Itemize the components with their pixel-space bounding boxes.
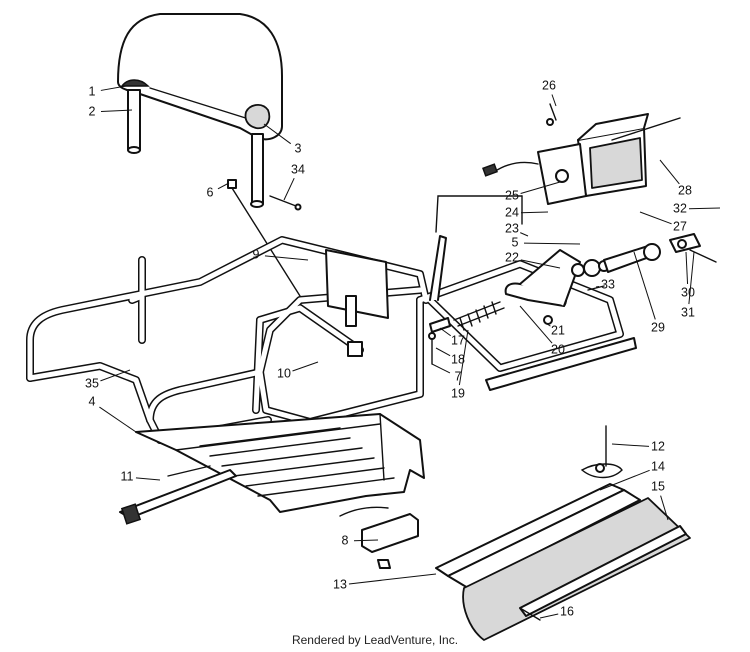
cargo-panel [435, 425, 691, 641]
leader-line-21 [543, 321, 551, 327]
bolt-and-pin [227, 179, 302, 297]
leader-line-25 [520, 181, 561, 194]
callout-20: 20 [551, 342, 565, 356]
leader-line-35 [100, 369, 131, 382]
hitch-assembly [428, 233, 717, 365]
cargo-rack-frame [26, 236, 624, 444]
callout-25: 25 [505, 188, 519, 202]
callout-23: 23 [505, 221, 519, 235]
leader-line-5 [523, 242, 581, 245]
callout-29: 29 [651, 320, 665, 334]
leader-line-18 [435, 347, 451, 357]
callout-32: 32 [673, 201, 687, 215]
callout-18: 18 [451, 352, 465, 366]
callout-1: 1 [89, 84, 96, 98]
callout-10: 10 [277, 366, 291, 380]
leader-line-30 [685, 251, 689, 285]
callout-35: 35 [85, 376, 99, 390]
callout-30: 30 [681, 285, 695, 299]
callout-28: 28 [678, 183, 692, 197]
callout-19: 19 [451, 386, 465, 400]
leader-line-31 [688, 251, 695, 305]
tail-light [482, 103, 681, 205]
leader-line-7 [431, 363, 451, 374]
leader-line-15 [660, 495, 669, 521]
callout-2: 2 [89, 104, 96, 118]
leader-line-19 [458, 329, 469, 386]
bracket [339, 506, 419, 569]
callout-24: 24 [505, 205, 519, 219]
leader-line-16 [539, 613, 559, 619]
leader-line-24 [520, 211, 549, 214]
callout-12: 12 [651, 439, 665, 453]
leader-line-14 [599, 469, 650, 491]
leader-line-17 [439, 327, 451, 337]
leader-line-1 [100, 85, 127, 91]
callout-22: 22 [505, 250, 519, 264]
callout-6: 6 [207, 185, 214, 199]
callout-5: 5 [512, 235, 519, 249]
callout-21: 21 [551, 323, 565, 337]
leader-line-32 [688, 207, 721, 210]
leader-line-4 [99, 406, 137, 433]
callout-8: 8 [342, 533, 349, 547]
leader-line-2 [100, 109, 133, 113]
leader-line-9 [264, 255, 309, 261]
leader-line-6 [217, 182, 230, 190]
callout-9: 9 [253, 247, 260, 261]
callout-7: 7 [455, 369, 462, 383]
callout-26: 26 [542, 78, 556, 92]
callout-group: 1233462628253224272352293330312921172018… [85, 78, 721, 619]
callout-3: 3 [295, 141, 302, 155]
leader-line-11 [135, 477, 161, 481]
callout-13: 13 [333, 577, 347, 591]
callout-27: 27 [673, 219, 687, 233]
leader-line-27 [639, 211, 672, 225]
leader-line-13 [348, 573, 437, 585]
leader-line-8 [353, 539, 379, 542]
callout-15: 15 [651, 479, 665, 493]
wiring-harness [119, 465, 237, 525]
leader-line-34 [283, 177, 295, 201]
side-rail [429, 195, 637, 391]
callout-16: 16 [560, 604, 574, 618]
leader-line-29 [633, 251, 656, 320]
leader-line-23 [520, 232, 529, 237]
leader-line-33 [595, 285, 600, 288]
leader-line-10 [292, 361, 319, 372]
callout-4: 4 [89, 394, 96, 408]
leader-line-26 [551, 94, 557, 107]
credit-text: Rendered by LeadVenture, Inc. [291, 633, 459, 647]
backrest-pad [117, 13, 283, 208]
callout-34: 34 [291, 162, 305, 176]
leader-line-12 [611, 443, 650, 447]
callout-14: 14 [651, 459, 665, 473]
callout-11: 11 [121, 469, 134, 483]
floor-pan [135, 413, 425, 513]
leader-line-3 [263, 123, 292, 145]
callout-31: 31 [681, 305, 695, 319]
leader-line-22 [520, 259, 561, 269]
leader-line-28 [659, 159, 680, 185]
leader-line-20 [519, 305, 553, 344]
callout-33: 33 [601, 277, 615, 291]
callout-17: 17 [451, 333, 465, 347]
